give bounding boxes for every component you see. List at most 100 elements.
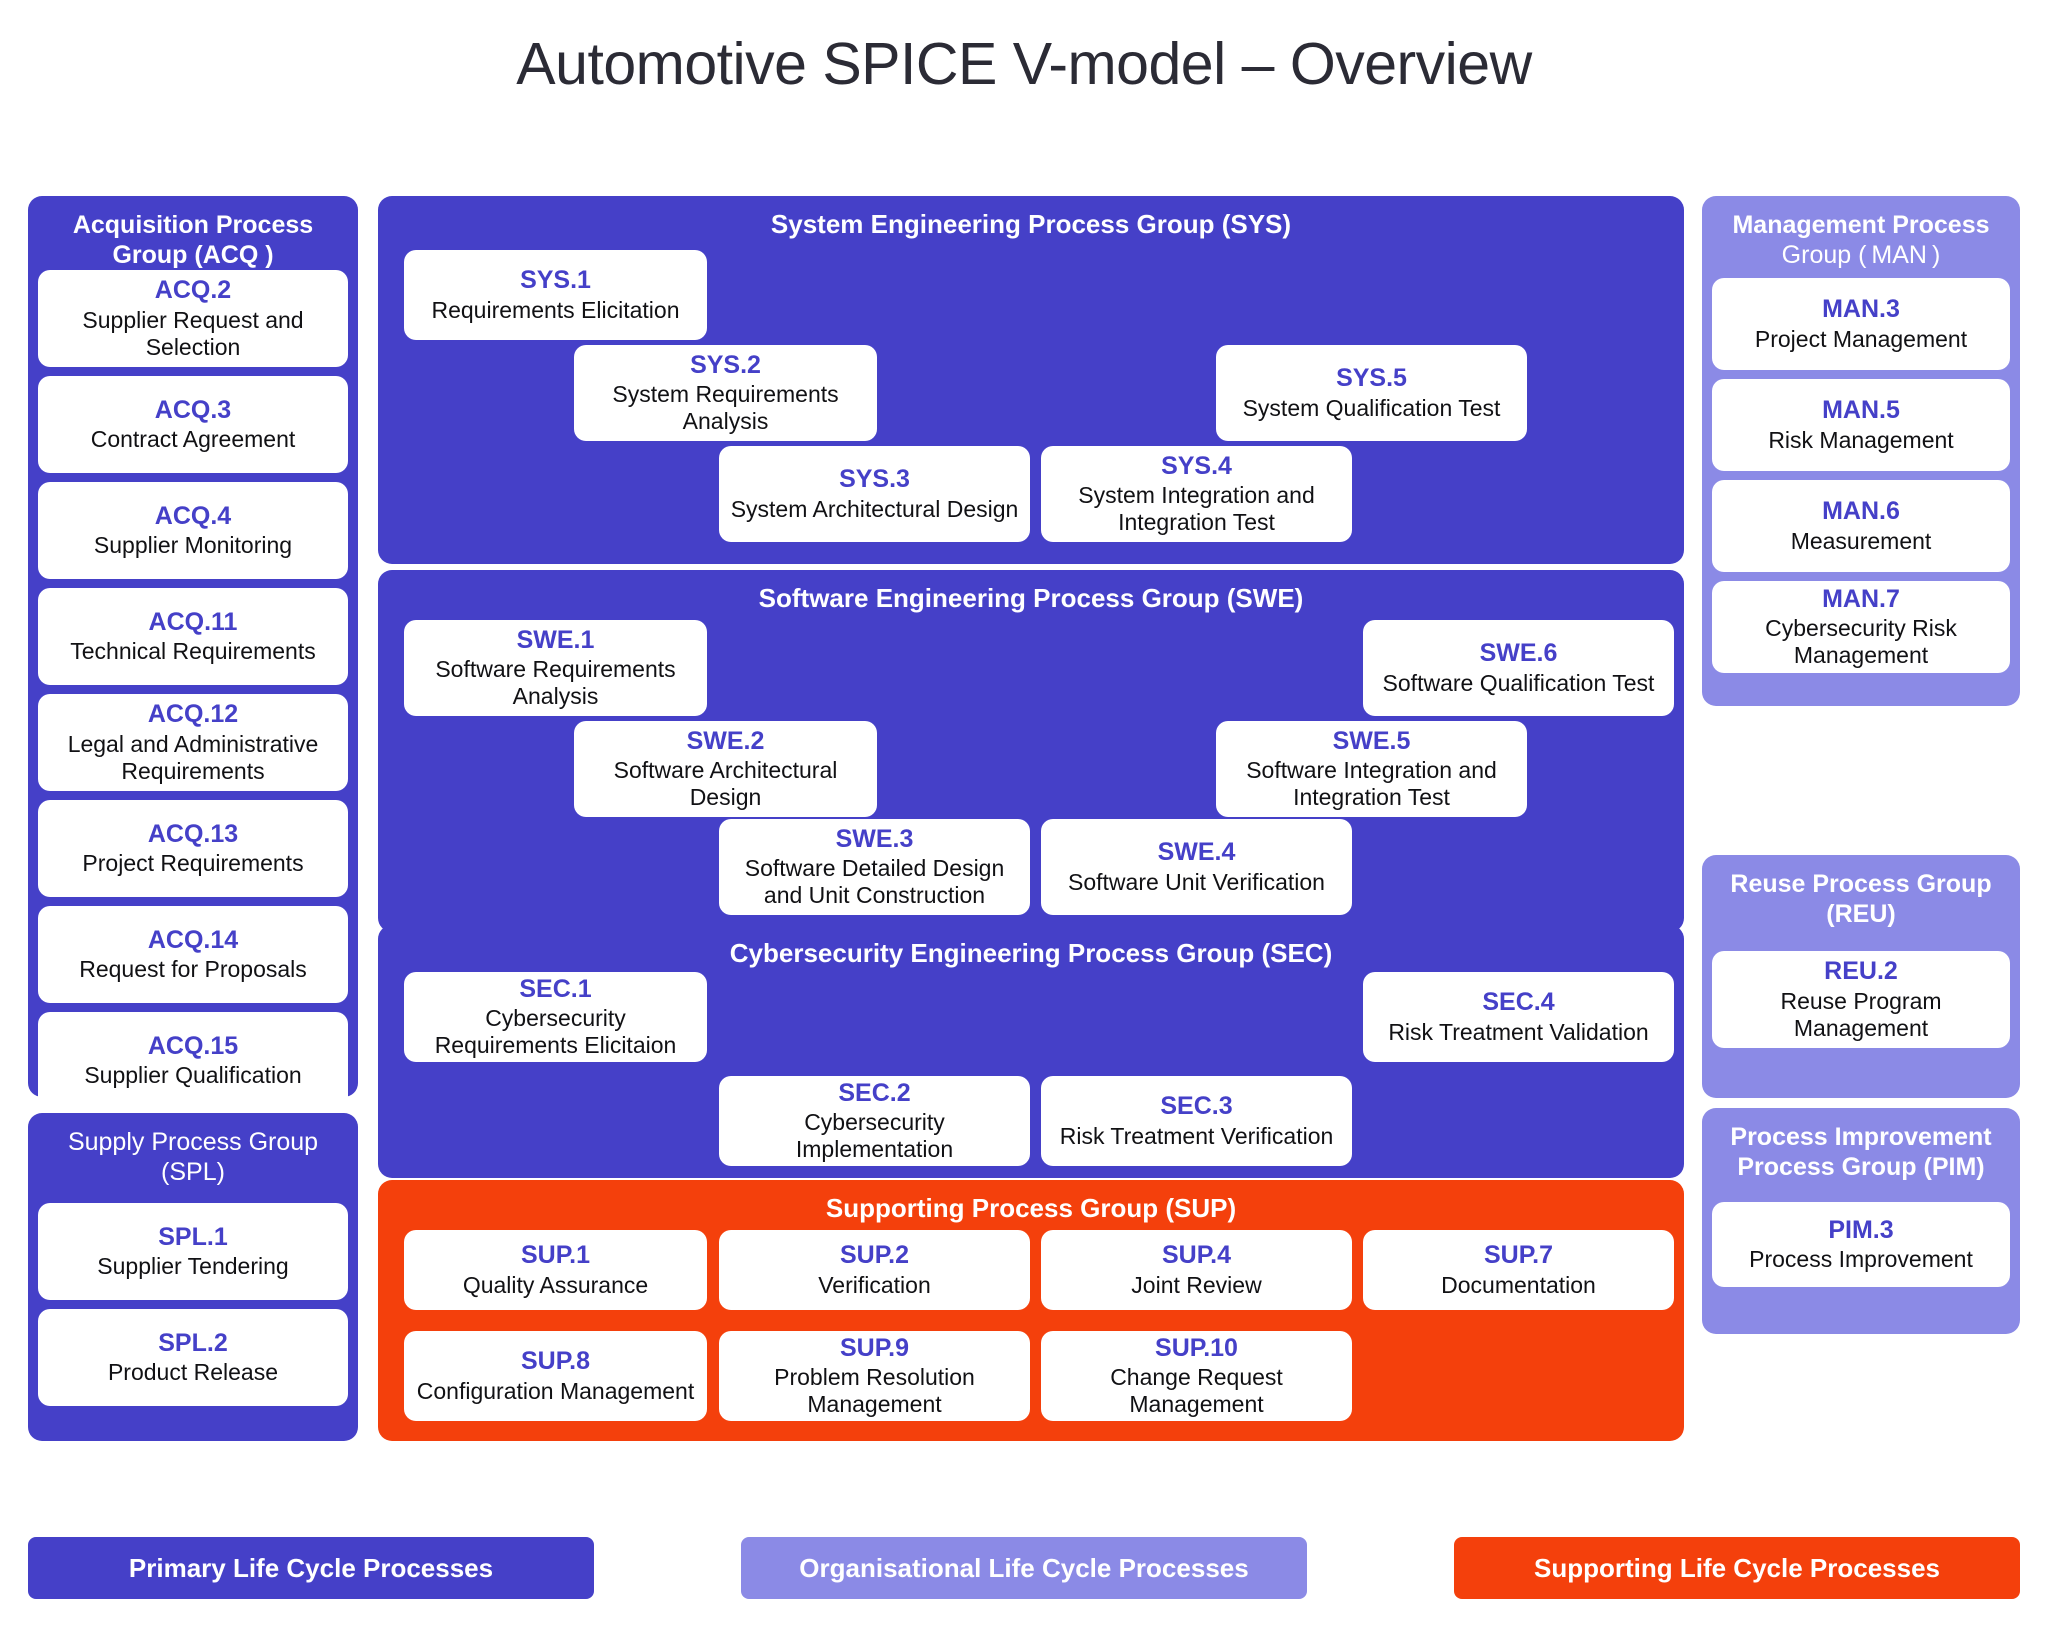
process-card-swe-5[interactable]: SWE.5 Software Integration and Integrati…: [1216, 721, 1527, 817]
process-name: Risk Treatment Verification: [1059, 1122, 1334, 1149]
process-card-swe-6[interactable]: SWE.6 Software Qualification Test: [1363, 620, 1674, 716]
process-name: Joint Review: [1131, 1271, 1262, 1298]
process-card-sec-1[interactable]: SEC.1 Cybersecurity Requirements Elicita…: [404, 972, 707, 1062]
process-card-acq-15[interactable]: ACQ.15 Supplier Qualification: [38, 1012, 348, 1109]
process-card-reu-2[interactable]: REU.2 Reuse Program Management: [1712, 951, 2010, 1048]
spl-group-title-line1: Supply Process Group: [67, 1128, 319, 1156]
process-code: SUP.9: [839, 1333, 910, 1362]
process-name: Software Architectural Design: [613, 757, 838, 811]
process-card-sec-3[interactable]: SEC.3 Risk Treatment Verification: [1041, 1076, 1352, 1166]
page-title: Automotive SPICE V-model – Overview: [516, 31, 1532, 97]
process-card-acq-11[interactable]: ACQ.11 Technical Requirements: [38, 588, 348, 685]
process-card-man-6[interactable]: MAN.6 Measurement: [1712, 480, 2010, 572]
process-name: System Architectural Design: [730, 495, 1019, 522]
pim-group-title: Process Improvement Process Group (PIM): [1702, 1108, 2020, 1182]
process-code: ACQ.15: [147, 1031, 239, 1060]
man-group-title: Management Process Group ( MAN ): [1702, 196, 2020, 270]
process-name: Problem Resolution Management: [774, 1364, 975, 1418]
process-name: Measurement: [1790, 527, 1932, 554]
process-code: SEC.2: [838, 1078, 911, 1107]
process-card-sec-4[interactable]: SEC.4 Risk Treatment Validation: [1363, 972, 1674, 1062]
process-name: Change Request Management: [1110, 1364, 1283, 1418]
sec-group-title: Cybersecurity Engineering Process Group …: [729, 938, 1333, 968]
process-code: SYS.3: [839, 465, 910, 494]
process-card-sup-10[interactable]: SUP.10 Change Request Management: [1041, 1331, 1352, 1421]
process-name: System Requirements Analysis: [612, 381, 839, 435]
process-card-acq-14[interactable]: ACQ.14 Request for Proposals: [38, 906, 348, 1003]
process-card-spl-2[interactable]: SPL.2 Product Release: [38, 1309, 348, 1406]
process-card-man-5[interactable]: MAN.5 Risk Management: [1712, 379, 2010, 471]
process-card-man-7[interactable]: MAN.7 Cybersecurity Risk Management: [1712, 581, 2010, 673]
process-card-acq-2[interactable]: ACQ.2 Supplier Request and Selection: [38, 270, 348, 367]
process-name: Verification: [818, 1271, 931, 1298]
process-card-sup-4[interactable]: SUP.4 Joint Review: [1041, 1230, 1352, 1310]
process-code: ACQ.12: [147, 700, 239, 729]
legend-organisational-life-cycle-processes[interactable]: Organisational Life Cycle Processes: [741, 1537, 1307, 1599]
process-card-swe-1[interactable]: SWE.1 Software Requirements Analysis: [404, 620, 707, 716]
process-card-sec-2[interactable]: SEC.2 Cybersecurity Implementation: [719, 1076, 1030, 1166]
process-name: Process Improvement: [1749, 1246, 1973, 1273]
process-code: MAN.5: [1822, 396, 1900, 425]
process-code: SYS.5: [1336, 364, 1407, 393]
reu-group-title: Reuse Process Group (REU): [1702, 855, 2020, 929]
process-card-acq-13[interactable]: ACQ.13 Project Requirements: [38, 800, 348, 897]
process-name: Supplier Qualification: [84, 1062, 302, 1089]
legend-label: Primary Life Cycle Processes: [128, 1552, 494, 1583]
process-code: SPL.1: [158, 1222, 228, 1251]
process-code: SUP.1: [520, 1241, 591, 1270]
legend-primary-life-cycle-processes[interactable]: Primary Life Cycle Processes: [28, 1537, 594, 1599]
process-card-acq-3[interactable]: ACQ.3 Contract Agreement: [38, 376, 348, 473]
process-code: SUP.2: [839, 1241, 910, 1270]
process-card-acq-4[interactable]: ACQ.4 Supplier Monitoring: [38, 482, 348, 579]
swe-process-group-panel: Software Engineering Process Group (SWE)…: [378, 570, 1684, 932]
process-card-sys-2[interactable]: SYS.2 System Requirements Analysis: [574, 345, 877, 441]
legend-label: Organisational Life Cycle Processes: [799, 1552, 1249, 1583]
process-code: REU.2: [1824, 957, 1898, 986]
reu-group-title-line1: Reuse Process Group: [1730, 870, 1992, 898]
process-code: SWE.2: [686, 726, 765, 755]
process-code: SEC.3: [1160, 1092, 1233, 1121]
process-code: SUP.7: [1483, 1241, 1554, 1270]
process-name: Configuration Management: [416, 1377, 695, 1404]
process-card-sys-1[interactable]: SYS.1 Requirements Elicitation: [404, 250, 707, 340]
reu-process-group-panel: Reuse Process Group (REU) REU.2 Reuse Pr…: [1702, 855, 2020, 1098]
process-name: Risk Treatment Validation: [1388, 1018, 1649, 1045]
process-code: ACQ.2: [154, 276, 232, 305]
process-card-sup-2[interactable]: SUP.2 Verification: [719, 1230, 1030, 1310]
process-name: Risk Management: [1768, 426, 1954, 453]
process-card-sys-4[interactable]: SYS.4 System Integration and Integration…: [1041, 446, 1352, 542]
process-name: Supplier Tendering: [97, 1253, 289, 1280]
process-code: ACQ.3: [154, 395, 232, 424]
process-card-swe-4[interactable]: SWE.4 Software Unit Verification: [1041, 819, 1352, 915]
process-card-sup-9[interactable]: SUP.9 Problem Resolution Management: [719, 1331, 1030, 1421]
legend-label: Supporting Life Cycle Processes: [1533, 1552, 1940, 1583]
process-card-sup-1[interactable]: SUP.1 Quality Assurance: [404, 1230, 707, 1310]
process-code: SWE.3: [835, 824, 914, 853]
legend-supporting-life-cycle-processes[interactable]: Supporting Life Cycle Processes: [1454, 1537, 2020, 1599]
process-code: SWE.4: [1157, 838, 1236, 867]
process-code: SEC.1: [519, 974, 592, 1003]
process-card-swe-2[interactable]: SWE.2 Software Architectural Design: [574, 721, 877, 817]
process-card-swe-3[interactable]: SWE.3 Software Detailed Design and Unit …: [719, 819, 1030, 915]
process-card-spl-1[interactable]: SPL.1 Supplier Tendering: [38, 1203, 348, 1300]
process-card-acq-12[interactable]: ACQ.12 Legal and Administrative Requirem…: [38, 694, 348, 791]
process-card-sys-3[interactable]: SYS.3 System Architectural Design: [719, 446, 1030, 542]
spl-group-title-line2: (SPL): [161, 1158, 225, 1186]
process-card-sup-8[interactable]: SUP.8 Configuration Management: [404, 1331, 707, 1421]
sys-group-title: System Engineering Process Group (SYS): [770, 209, 1292, 239]
process-code: SUP.10: [1155, 1333, 1238, 1362]
process-name: Contract Agreement: [90, 426, 296, 453]
reu-group-title-line2: (REU): [1826, 900, 1896, 928]
process-card-sup-7[interactable]: SUP.7 Documentation: [1363, 1230, 1674, 1310]
process-code: ACQ.13: [147, 819, 239, 848]
process-name: Cybersecurity Implementation: [795, 1109, 954, 1163]
process-code: SPL.2: [158, 1328, 228, 1357]
process-card-pim-3[interactable]: PIM.3 Process Improvement: [1712, 1202, 2010, 1287]
process-name: Project Management: [1754, 325, 1968, 352]
process-card-sys-5[interactable]: SYS.5 System Qualification Test: [1216, 345, 1527, 441]
sup-group-title: Supporting Process Group (SUP): [825, 1193, 1237, 1223]
process-name: Documentation: [1441, 1271, 1596, 1298]
process-name: Quality Assurance: [462, 1271, 649, 1298]
process-name: Request for Proposals: [79, 956, 307, 983]
process-card-man-3[interactable]: MAN.3 Project Management: [1712, 278, 2010, 370]
